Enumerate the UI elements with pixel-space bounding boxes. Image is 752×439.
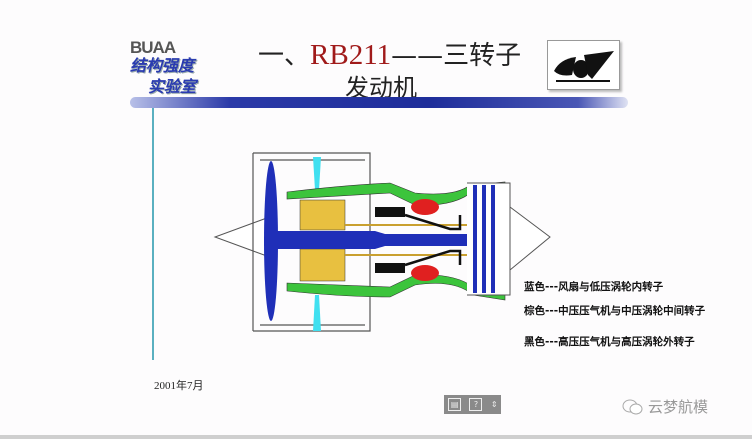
fan-blade (264, 161, 278, 321)
ip-compressor-blade-bottom (313, 295, 321, 331)
legend-brown: 棕色---中压压气机与中压涡轮中间转子 (524, 305, 706, 317)
slide-icon[interactable]: ▤ (448, 398, 462, 411)
legend-blue: 蓝色---风扇与低压涡轮内转子 (524, 281, 664, 293)
core-casing-top (286, 181, 506, 206)
hp-shaft (404, 213, 462, 267)
core-casing-bottom (286, 274, 506, 301)
title-divider-bar (130, 97, 628, 108)
lp-turbine (473, 185, 495, 293)
university-logo (547, 40, 620, 90)
emblem-icon (554, 51, 614, 82)
lab-logo-line3: 实验室 (148, 77, 197, 96)
ip-compressor-top (299, 199, 346, 231)
combustor-bottom (411, 265, 439, 281)
hp-compressor-top (375, 207, 405, 217)
title-prefix: 一、 (258, 41, 311, 71)
title-suffix: ——三转子 (391, 41, 522, 71)
help-icon[interactable]: ? (469, 398, 483, 411)
ip-compressor-blade-top (313, 157, 321, 190)
lp-shaft (275, 231, 480, 249)
tail-cone (509, 206, 551, 272)
watermark: 云梦航模 (622, 396, 708, 417)
lab-logo-line1: BUAA (130, 38, 176, 57)
combustor-top (411, 199, 439, 215)
bottom-border (0, 435, 752, 439)
left-accent-line (152, 108, 154, 360)
watermark-text: 云梦航模 (648, 398, 709, 416)
slideshow-toolbar: ▤ ? ⇕ (444, 395, 501, 414)
hp-compressor-bottom (375, 263, 405, 273)
ip-compressor-bottom (299, 248, 346, 282)
slide-date: 2001年7月 (154, 380, 204, 392)
scroll-arrows-icon[interactable]: ⇕ (490, 400, 498, 409)
title-model: RB211 (310, 39, 392, 71)
wechat-icon (622, 399, 643, 414)
engine-diagram (213, 152, 551, 332)
legend-black: 黑色---高压压气机与高压涡轮外转子 (524, 336, 695, 348)
fan-casing (252, 152, 371, 332)
slide-title: 一、RB211——三转子 (258, 35, 521, 72)
lab-logo-line2: 结构强度 (130, 56, 195, 75)
lab-logo: BUAA 结构强度 实验室 (128, 38, 238, 98)
